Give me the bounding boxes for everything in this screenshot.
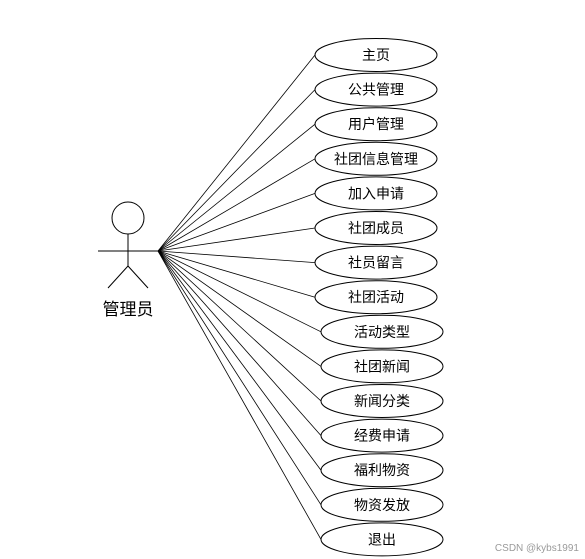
- use-case-ellipse: [314, 211, 438, 245]
- use-case-ellipse: [320, 418, 444, 453]
- use-case-club-news: 社团新闻: [320, 349, 444, 384]
- use-case-ellipse: [314, 72, 438, 107]
- association-line-funding-application: [157, 250, 322, 436]
- use-case-label: 公共管理: [348, 83, 404, 99]
- use-case-supplies-distribution: 物资发放: [320, 487, 444, 522]
- association-line-member-messages: [157, 250, 316, 263]
- use-case-label: 经费申请: [354, 429, 410, 445]
- use-case-label: 加入申请: [348, 186, 404, 202]
- association-line-join-application: [157, 193, 316, 252]
- association-line-club-info-management: [157, 158, 316, 252]
- use-case-ellipse: [314, 38, 438, 72]
- association-line-news-categories: [157, 250, 322, 402]
- use-case-ellipse: [320, 349, 444, 384]
- actor: 管理员: [98, 201, 158, 320]
- use-case-label: 福利物资: [354, 463, 410, 479]
- use-case-list: 主页公共管理用户管理社团信息管理加入申请社团成员社员留言社团活动活动类型社团新闻…: [314, 38, 444, 557]
- use-case-club-info-management: 社团信息管理: [314, 141, 438, 176]
- actor-head: [111, 201, 145, 235]
- use-case-label: 社团信息管理: [334, 151, 418, 168]
- association-line-activity-types: [157, 250, 322, 333]
- use-case-ellipse: [320, 522, 444, 557]
- watermark: CSDN @kybs1991: [494, 543, 579, 554]
- use-case-ellipse: [320, 487, 444, 522]
- association-line-club-activities: [157, 250, 316, 298]
- use-case-label: 主页: [362, 48, 390, 64]
- use-case-public-management: 公共管理: [314, 72, 438, 107]
- use-case-funding-application: 经费申请: [320, 418, 444, 453]
- use-case-ellipse: [320, 384, 444, 418]
- use-case-user-management: 用户管理: [314, 107, 438, 142]
- actor-label: 管理员: [103, 300, 154, 320]
- association-lines: [157, 54, 322, 540]
- use-case-logout: 退出: [320, 522, 444, 557]
- association-line-public-management: [157, 89, 316, 252]
- association-line-supplies-distribution: [157, 250, 322, 506]
- use-case-label: 社团成员: [348, 221, 404, 237]
- use-case-label: 用户管理: [348, 116, 404, 133]
- use-case-label: 社团活动: [348, 290, 404, 306]
- association-line-club-members: [157, 227, 316, 252]
- association-line-club-news: [157, 250, 322, 367]
- use-case-label: 社团新闻: [354, 359, 410, 375]
- use-case-ellipse: [314, 107, 438, 142]
- association-line-home: [157, 54, 316, 252]
- use-case-ellipse: [314, 141, 438, 176]
- use-case-ellipse: [314, 280, 438, 315]
- use-case-home: 主页: [314, 38, 438, 72]
- use-case-ellipse: [320, 314, 444, 349]
- use-case-ellipse: [314, 245, 438, 280]
- use-case-club-members: 社团成员: [314, 211, 438, 245]
- actor-right-leg: [127, 265, 149, 289]
- association-line-user-management: [157, 123, 316, 252]
- use-case-club-activities: 社团活动: [314, 280, 438, 315]
- use-case-label: 活动类型: [354, 325, 410, 341]
- association-line-logout: [157, 250, 322, 540]
- use-case-label: 社员留言: [348, 256, 404, 272]
- use-case-news-categories: 新闻分类: [320, 384, 444, 418]
- actor-left-leg: [107, 265, 129, 289]
- use-case-activity-types: 活动类型: [320, 314, 444, 349]
- association-line-welfare-supplies: [157, 250, 322, 471]
- use-case-member-messages: 社员留言: [314, 245, 438, 280]
- use-case-label: 物资发放: [354, 498, 410, 514]
- use-case-label: 新闻分类: [354, 394, 410, 410]
- use-case-welfare-supplies: 福利物资: [320, 453, 444, 488]
- use-case-join-application: 加入申请: [314, 176, 438, 211]
- use-case-ellipse: [320, 453, 444, 488]
- use-case-label: 退出: [368, 532, 396, 548]
- use-case-ellipse: [314, 176, 438, 211]
